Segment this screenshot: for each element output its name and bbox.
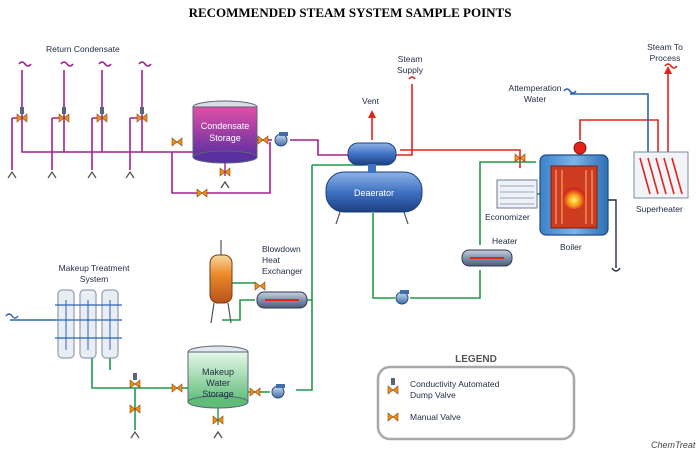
dump-valve-icon	[136, 113, 148, 123]
drain-funnel-icon	[7, 170, 17, 179]
drain-funnel-icon	[130, 430, 140, 439]
attemperation-label-2: Water	[524, 94, 547, 104]
valves	[16, 113, 526, 425]
legend-item1-line2: Dump Valve	[410, 390, 456, 400]
steam-piping	[371, 63, 678, 168]
return-condensate-label: Return Condensate	[46, 44, 120, 54]
deaerator-label: Deaerator	[354, 188, 394, 198]
boiler-blowdown-line	[608, 199, 621, 272]
superheater: Superheater	[633, 151, 689, 214]
dump-valve-actuators	[20, 107, 144, 380]
steam-to-process-label-2: Process	[650, 53, 681, 63]
attemperation-piping	[563, 88, 649, 158]
condensate-storage-label-1: Condensate	[201, 121, 250, 131]
economizer-label: Economizer	[485, 212, 530, 222]
makeup-water-pump	[271, 384, 285, 399]
steam-supply-label-1: Steam	[398, 54, 423, 64]
diagram-title: RECOMMENDED STEAM SYSTEM SAMPLE POINTS	[189, 5, 512, 20]
manual-valve-icon	[212, 415, 224, 425]
drain-funnels	[7, 170, 140, 439]
dump-valve-icon	[58, 113, 70, 123]
blowdown-flash-tank	[209, 240, 233, 324]
legend-item2: Manual Valve	[410, 412, 461, 422]
blowdown-label-2: Heat	[262, 255, 281, 265]
makeup-treatment-label-2: System	[80, 274, 108, 284]
condensate-storage-tank: Condensate Storage	[192, 100, 258, 164]
makeup-treatment-label-1: Makeup Treatment	[59, 263, 131, 273]
manual-valve-icon	[219, 167, 231, 177]
manual-valve-icon	[257, 135, 269, 145]
blowdown-heat-exchanger: Blowdown Heat Exchanger	[256, 244, 308, 309]
feedwater-pump	[395, 290, 409, 305]
legend-dump-valve-icon	[387, 385, 399, 395]
legend-title: LEGEND	[455, 354, 497, 365]
boiler: Boiler	[539, 141, 609, 252]
manual-valve-icon	[171, 383, 183, 393]
condensate-piping	[11, 61, 362, 194]
blowdown-label-1: Blowdown	[262, 244, 301, 254]
dump-valve-icon	[129, 379, 141, 389]
feedwater-heater: Heater	[461, 236, 518, 267]
legend-manual-valve-icon	[387, 412, 399, 422]
legend: LEGEND Conductivity Automated Dump Valve…	[376, 354, 576, 441]
heater-label: Heater	[492, 236, 518, 246]
dump-valve-icon	[96, 113, 108, 123]
superheater-label: Superheater	[636, 204, 683, 214]
dump-valve-icon	[16, 113, 28, 123]
economizer: Economizer	[485, 179, 538, 222]
brand-logo-text: ChemTreat	[651, 440, 696, 450]
drain-funnel-icon	[47, 170, 57, 179]
makeup-water-label-2: Water	[206, 378, 230, 388]
legend-item1-line1: Conductivity Automated	[410, 379, 500, 389]
vent-label: Vent	[362, 96, 380, 106]
makeup-water-label-1: Makeup	[202, 367, 234, 377]
boiler-label: Boiler	[560, 242, 582, 252]
manual-valve-icon	[171, 137, 183, 147]
drain-funnel-icon	[87, 170, 97, 179]
steam-to-process-label-1: Steam To	[647, 42, 683, 52]
vent-arrow-icon	[368, 110, 376, 118]
blowdown-label-3: Exchanger	[262, 266, 303, 276]
manual-valve-icon	[249, 387, 261, 397]
manual-valve-icon	[514, 153, 526, 163]
attemperation-label-1: Attemperation	[509, 83, 562, 93]
condensate-storage-label-2: Storage	[209, 133, 241, 143]
steam-supply-label-2: Supply	[397, 65, 424, 75]
makeup-treatment-system: Makeup Treatment System	[55, 263, 131, 359]
makeup-water-label-3: Storage	[202, 389, 234, 399]
deaerator-vessel: Deaerator	[325, 142, 423, 225]
makeup-inlet-break-icon	[5, 313, 19, 319]
steam-to-process-arrow-icon	[664, 66, 672, 74]
makeup-water-storage-tank: Makeup Water Storage	[187, 345, 249, 409]
manual-valve-icon	[129, 404, 141, 414]
drain-funnel-icon	[125, 170, 135, 179]
manual-valve-icon	[254, 281, 266, 291]
makeup-water-sample	[213, 408, 223, 439]
manual-valve-icon	[196, 188, 208, 198]
boiler-steam-valve-icon	[573, 141, 587, 155]
condensate-pump	[274, 132, 288, 147]
condensate-tank-sample	[220, 163, 230, 189]
